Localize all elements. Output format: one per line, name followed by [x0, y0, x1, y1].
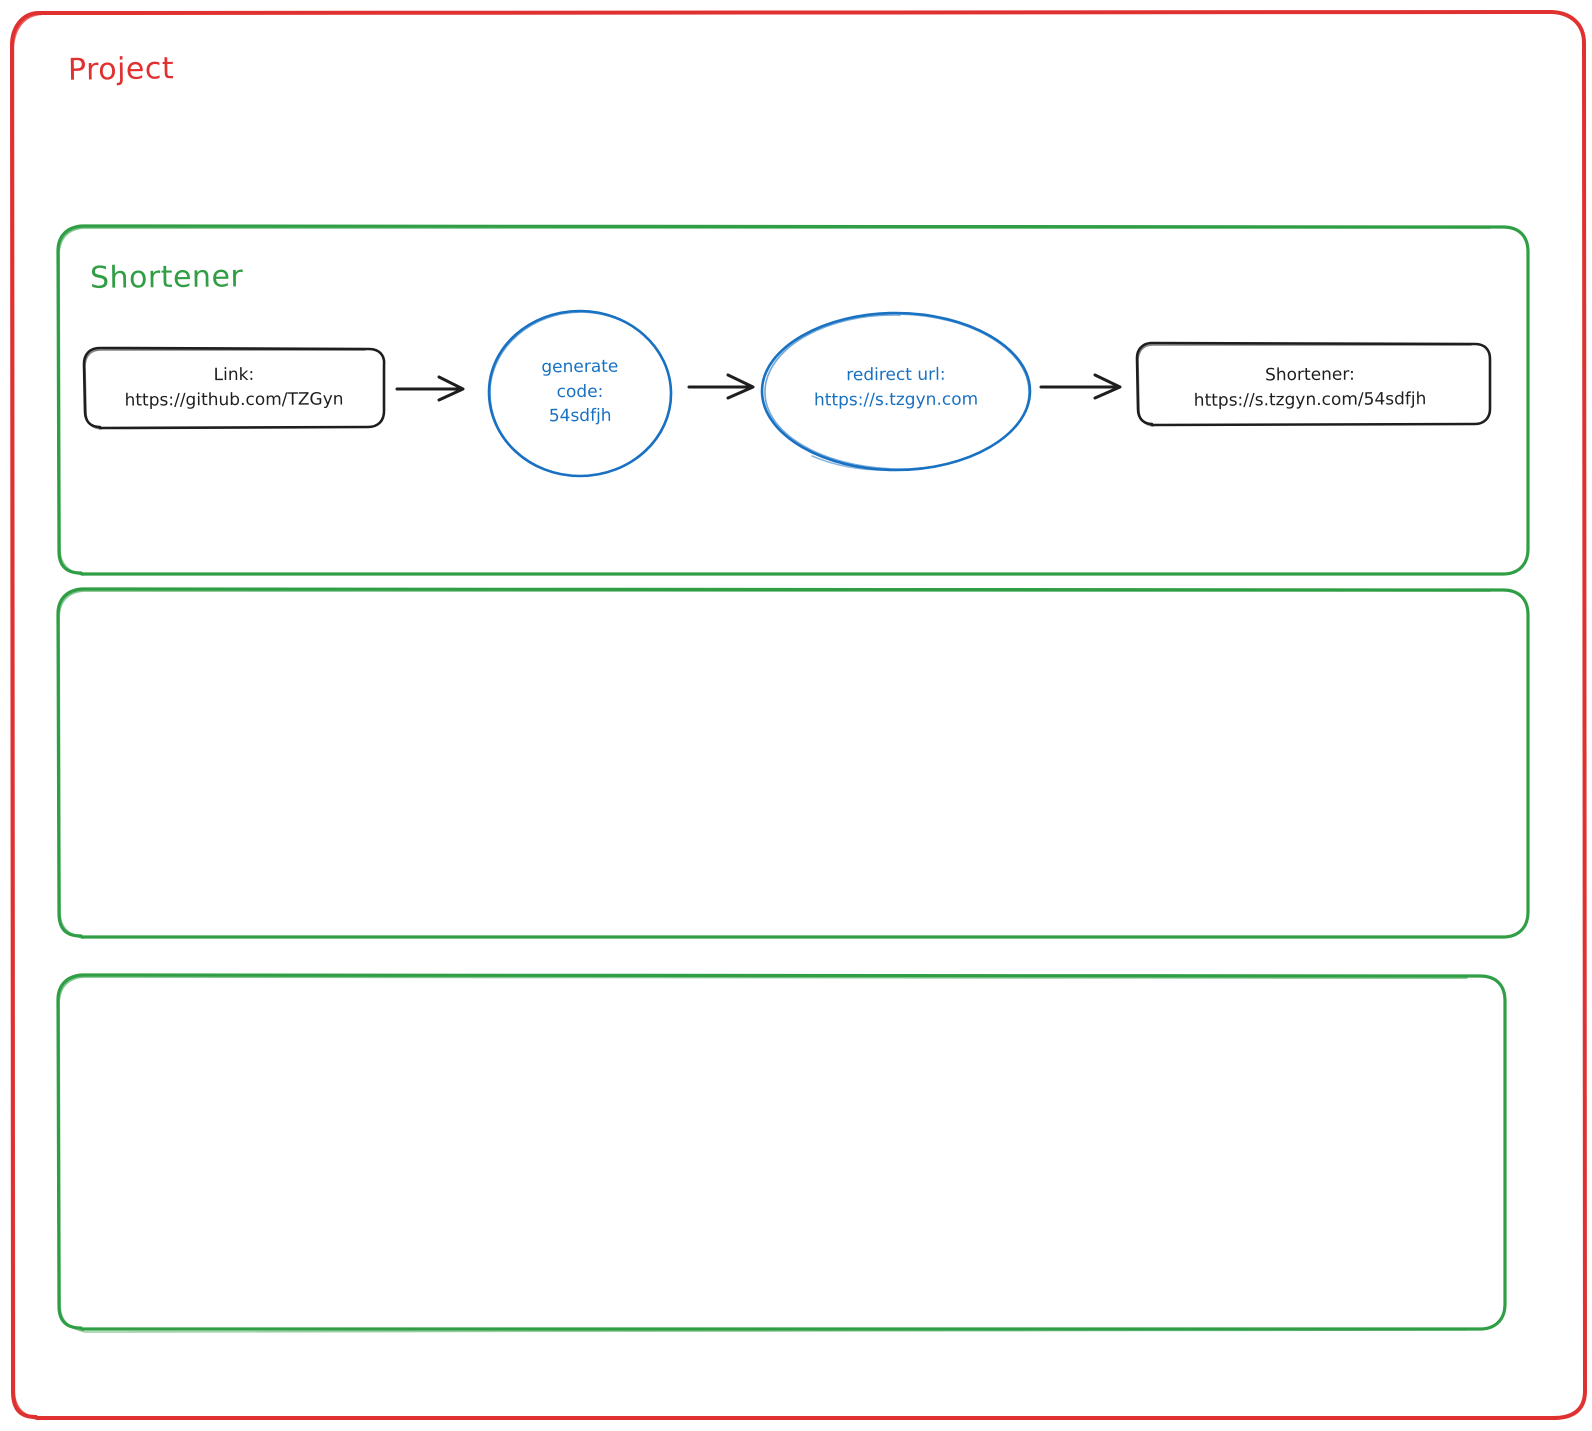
node-generate-code-line-1: generate	[541, 356, 619, 378]
node-link-line-2: https://github.com/TZGyn	[124, 389, 344, 411]
project-frame-title[interactable]: Project	[67, 51, 175, 88]
group-empty-2-area[interactable]	[58, 975, 1505, 1330]
node-generate-code-line-3: 54sdfjh	[548, 406, 612, 427]
node-link-line-1: Link:	[213, 365, 255, 386]
arrow-3	[1039, 373, 1122, 400]
node-generate-code-line-2: code:	[556, 381, 604, 402]
node-generate-code-label[interactable]: generate code: 54sdfjh	[500, 343, 661, 440]
node-redirect-url-line-1: redirect url:	[846, 365, 946, 386]
node-shortener-result-line-1: Shortener:	[1264, 365, 1355, 386]
node-redirect-url-label[interactable]: redirect url: https://s.tzgyn.com	[772, 351, 1020, 424]
group-empty-1-area[interactable]	[58, 589, 1528, 937]
node-shortener-result-line-2: https://s.tzgyn.com/54sdfjh	[1193, 389, 1427, 411]
arrow-2	[687, 373, 755, 400]
group-shortener-title[interactable]: Shortener	[89, 259, 244, 296]
arrow-1	[395, 375, 465, 402]
node-link-label[interactable]: Link: https://github.com/TZGyn	[88, 351, 380, 425]
node-shortener-result-label[interactable]: Shortener: https://s.tzgyn.com/54sdfjh	[1150, 351, 1470, 425]
node-redirect-url-line-2: https://s.tzgyn.com	[813, 389, 979, 411]
